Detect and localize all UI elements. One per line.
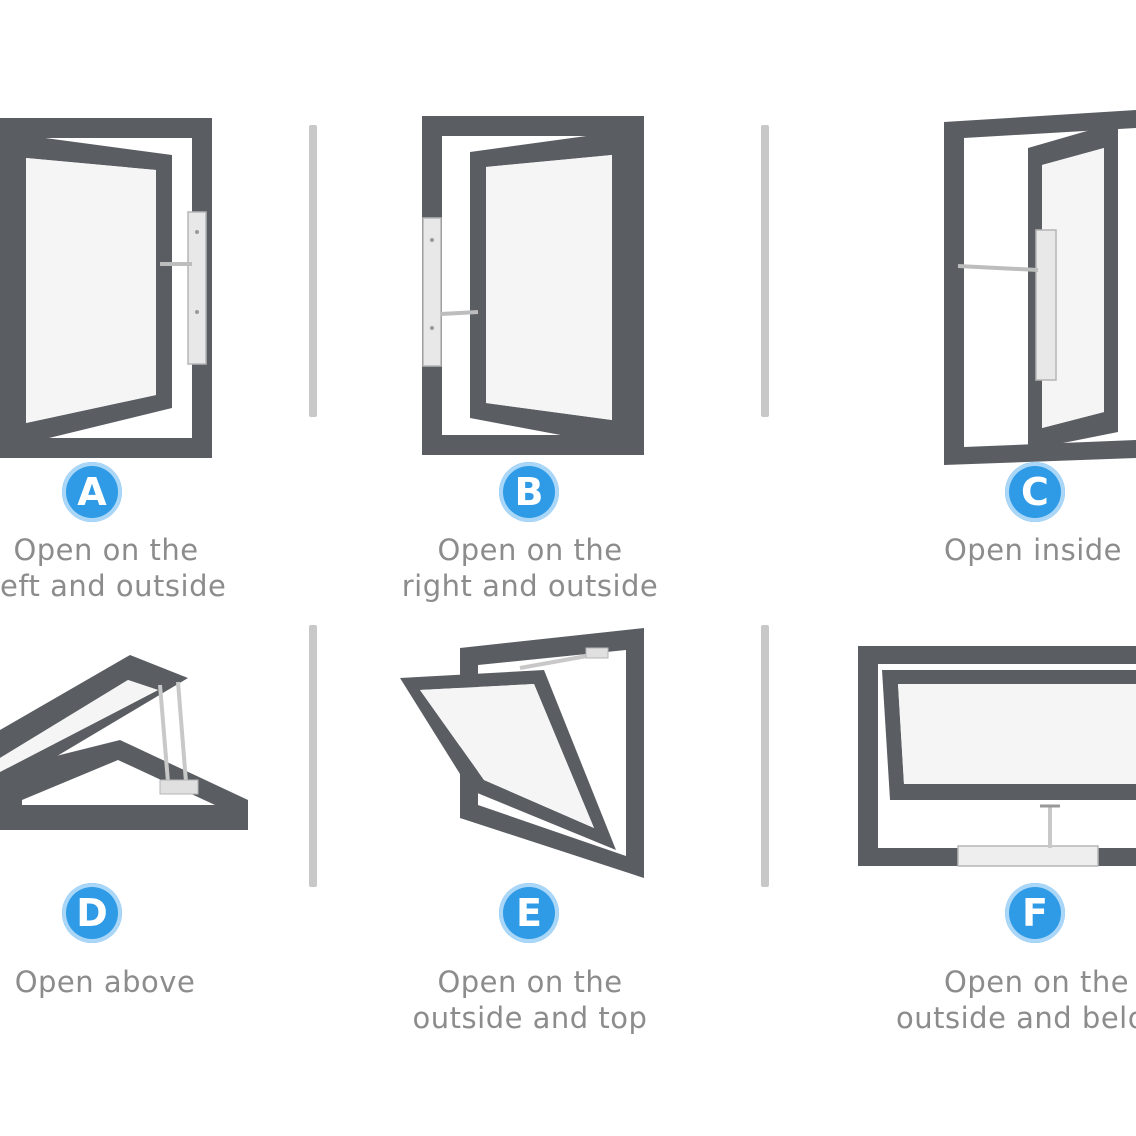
- caption-b: Open on the right and outside: [390, 532, 670, 604]
- badge-f: F: [1005, 883, 1065, 943]
- caption-a-line1: Open on the: [0, 532, 220, 568]
- badge-a: A: [62, 462, 122, 522]
- badge-d: D: [62, 883, 122, 943]
- window-illustration-d: [0, 655, 248, 830]
- caption-c-line1: Open inside: [930, 532, 1136, 568]
- caption-f-line1: Open on the: [896, 964, 1136, 1000]
- window-illustration-b: [422, 116, 644, 455]
- window-illustration-c: [944, 110, 1136, 465]
- caption-c: Open inside: [930, 532, 1136, 568]
- window-illustration-f: [858, 646, 1136, 866]
- caption-d: Open above: [0, 964, 220, 1000]
- badge-e: E: [499, 883, 559, 943]
- caption-b-line2: right and outside: [390, 568, 670, 604]
- caption-f: Open on the outside and belo: [896, 964, 1136, 1036]
- caption-a-line2: eft and outside: [0, 568, 220, 604]
- window-illustration-e: [400, 628, 644, 878]
- caption-e: Open on the outside and top: [390, 964, 670, 1036]
- caption-f-line2: outside and belo: [896, 1000, 1136, 1036]
- window-illustration-a: [0, 118, 212, 458]
- badge-b: B: [499, 462, 559, 522]
- caption-a: Open on the eft and outside: [0, 532, 220, 604]
- caption-e-line1: Open on the: [390, 964, 670, 1000]
- caption-e-line2: outside and top: [390, 1000, 670, 1036]
- caption-b-line1: Open on the: [390, 532, 670, 568]
- caption-d-line1: Open above: [0, 964, 220, 1000]
- badge-c: C: [1005, 462, 1065, 522]
